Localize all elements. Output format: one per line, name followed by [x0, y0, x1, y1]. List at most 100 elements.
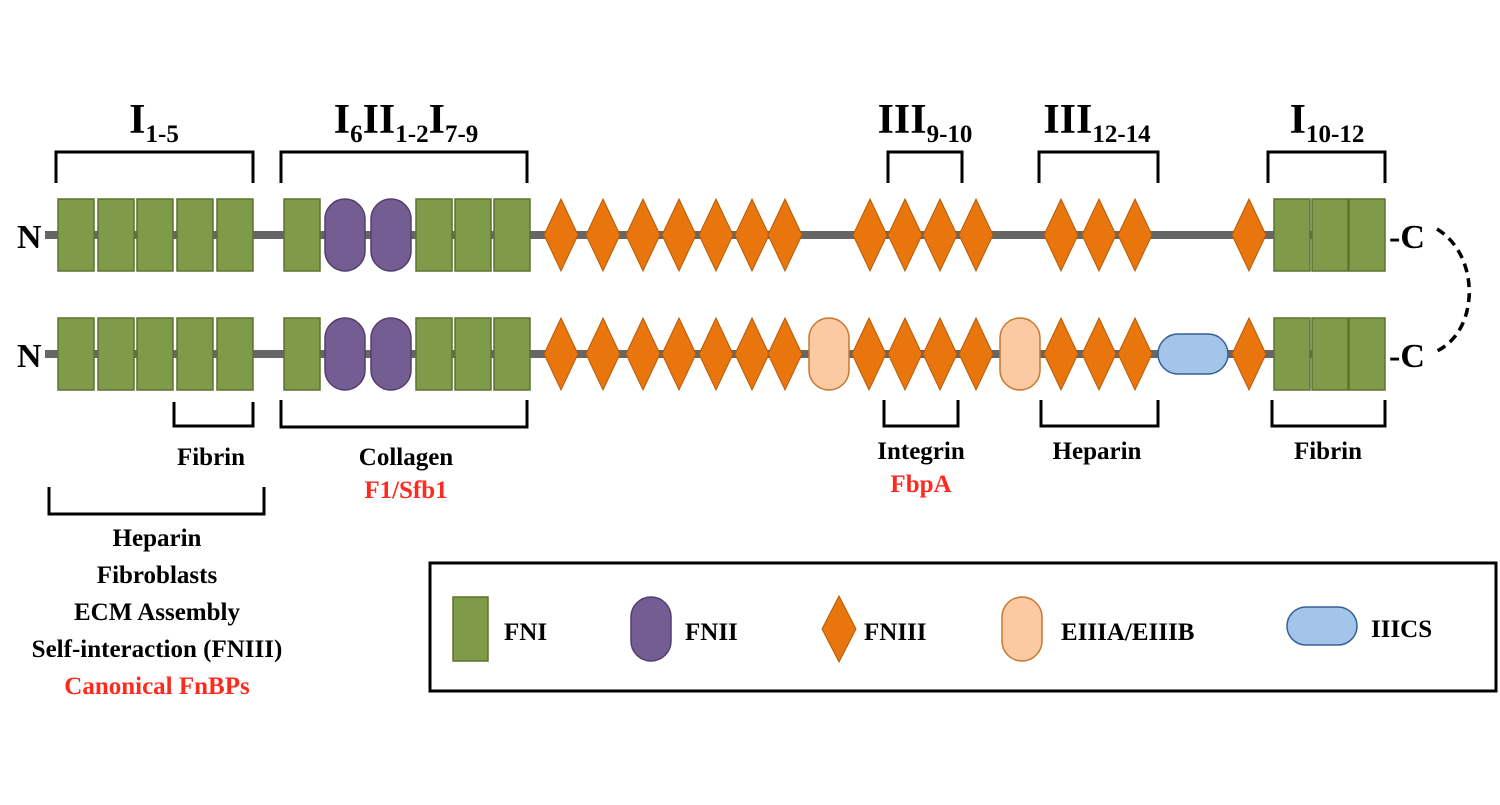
fniii-domain	[1081, 316, 1117, 392]
fni-domain	[1273, 317, 1311, 391]
fni-domain	[57, 317, 95, 391]
fni-domain	[136, 317, 174, 391]
fni-domain	[136, 198, 174, 272]
fniii-domain	[543, 197, 579, 273]
fniii-domain	[734, 316, 770, 392]
fni-domain	[97, 317, 135, 391]
fniii-domain	[625, 197, 661, 273]
chain-bottom-domains	[57, 316, 1386, 392]
bottom-labels: Fibrin Collagen F1/Sfb1 Integrin FbpA He…	[32, 438, 1362, 700]
fni-domain	[493, 198, 531, 272]
top-label-III12-14: III12-14	[1043, 97, 1151, 148]
fni-domain	[1273, 198, 1311, 272]
top-label-I10-12: I10-12	[1290, 97, 1365, 148]
fni-domain	[176, 198, 214, 272]
legend-symbols	[452, 594, 1358, 664]
c-terminus-label: -C	[1389, 219, 1425, 256]
fniii-domain	[767, 197, 803, 273]
fniii-domain	[1231, 316, 1267, 392]
top-label-I6-II1-2-I7-9: I6II1-2I7-9	[334, 97, 479, 148]
fni-domain	[1311, 198, 1349, 272]
label-integrin: Integrin	[877, 438, 965, 465]
legend-label-eiii: EIIIA/EIIIB	[1061, 619, 1194, 646]
top-bracket-III12-14	[1037, 150, 1160, 183]
fnii-domain	[370, 198, 412, 272]
legend-box	[428, 561, 1498, 693]
fni-domain	[1348, 198, 1386, 272]
legend: FNI FNII FNIII EIIIA/EIIIB IIICS	[428, 561, 1498, 693]
label-n-terminal-function: ECM Assembly	[74, 599, 240, 626]
bottom-bracket-fibrin-left	[172, 402, 255, 428]
label-heparin-right: Heparin	[1053, 438, 1142, 465]
eiiia-eiiib-domain	[999, 317, 1041, 391]
fniii-domain	[661, 197, 697, 273]
bottom-bracket-collagen	[279, 400, 529, 429]
fni-domain	[452, 596, 489, 662]
fniii-domain	[625, 316, 661, 392]
fnii-domain	[324, 198, 366, 272]
fni-domain	[454, 317, 492, 391]
iiics-domain	[1157, 333, 1229, 375]
fniii-domain	[887, 197, 923, 273]
fniii-domain	[1081, 197, 1117, 273]
top-label-I1-5: I1-5	[129, 97, 179, 148]
fni-domain	[454, 198, 492, 272]
fni-domain	[283, 317, 321, 391]
fniii-domain	[958, 197, 994, 273]
label-n-terminal-binder: Canonical FnBPs	[64, 673, 250, 700]
bottom-brackets	[47, 400, 1387, 516]
fniii-domain	[585, 197, 621, 273]
fniii-domain	[922, 197, 958, 273]
fni-domain	[415, 317, 453, 391]
fniii-domain	[1043, 197, 1079, 273]
fni-domain	[176, 317, 214, 391]
label-collagen: Collagen	[359, 444, 454, 471]
eiiia-eiiib-domain	[808, 317, 850, 391]
legend-label-fniii: FNIII	[864, 619, 927, 646]
fniii-domain	[698, 197, 734, 273]
bottom-bracket-fibrin-right	[1270, 400, 1387, 428]
fni-domain	[57, 198, 95, 272]
label-n-terminal-function: Fibroblasts	[97, 562, 218, 589]
fniii-domain	[543, 316, 579, 392]
fniii-domain	[661, 316, 697, 392]
fibronectin-chain-bottom: N -C	[17, 316, 1425, 392]
fniii-domain	[734, 197, 770, 273]
top-labels: I1-5 I6II1-2I7-9 III9-10 III12-14 I10-12	[129, 97, 1364, 148]
eiiia-eiiib-domain	[1001, 596, 1043, 662]
top-bracket-I1-5	[54, 150, 255, 183]
fni-domain	[283, 198, 321, 272]
label-collagen-binder: F1/Sfb1	[364, 477, 447, 504]
fni-domain	[493, 317, 531, 391]
top-bracket-I10-12	[1266, 150, 1387, 183]
fniii-domain	[698, 316, 734, 392]
top-brackets	[54, 150, 1387, 183]
fniii-domain	[1117, 316, 1153, 392]
fni-domain	[1311, 317, 1349, 391]
c-terminus-label: -C	[1389, 338, 1425, 375]
legend-label-iiics: IIICS	[1371, 616, 1432, 643]
fnii-domain	[370, 317, 412, 391]
bottom-bracket-heparin	[1039, 400, 1160, 428]
fibronectin-chain-top: N -C	[17, 197, 1425, 273]
fniii-domain	[821, 594, 857, 664]
bottom-bracket-integrin	[882, 400, 960, 428]
chain-top-domains	[57, 197, 1386, 273]
top-label-III9-10: III9-10	[878, 97, 973, 148]
fniii-domain	[767, 316, 803, 392]
fniii-domain	[585, 316, 621, 392]
disulfide-bond-connector	[1436, 227, 1471, 353]
fniii-domain	[958, 316, 994, 392]
fniii-domain	[887, 316, 923, 392]
label-integrin-binder: FbpA	[890, 471, 951, 498]
fni-domain	[97, 198, 135, 272]
fni-domain	[216, 198, 254, 272]
fniii-domain	[852, 197, 888, 273]
fni-domain	[415, 198, 453, 272]
fni-domain	[216, 317, 254, 391]
fnii-domain	[630, 596, 672, 662]
n-terminus-label: N	[17, 338, 42, 375]
label-fibrin-left: Fibrin	[177, 444, 245, 471]
